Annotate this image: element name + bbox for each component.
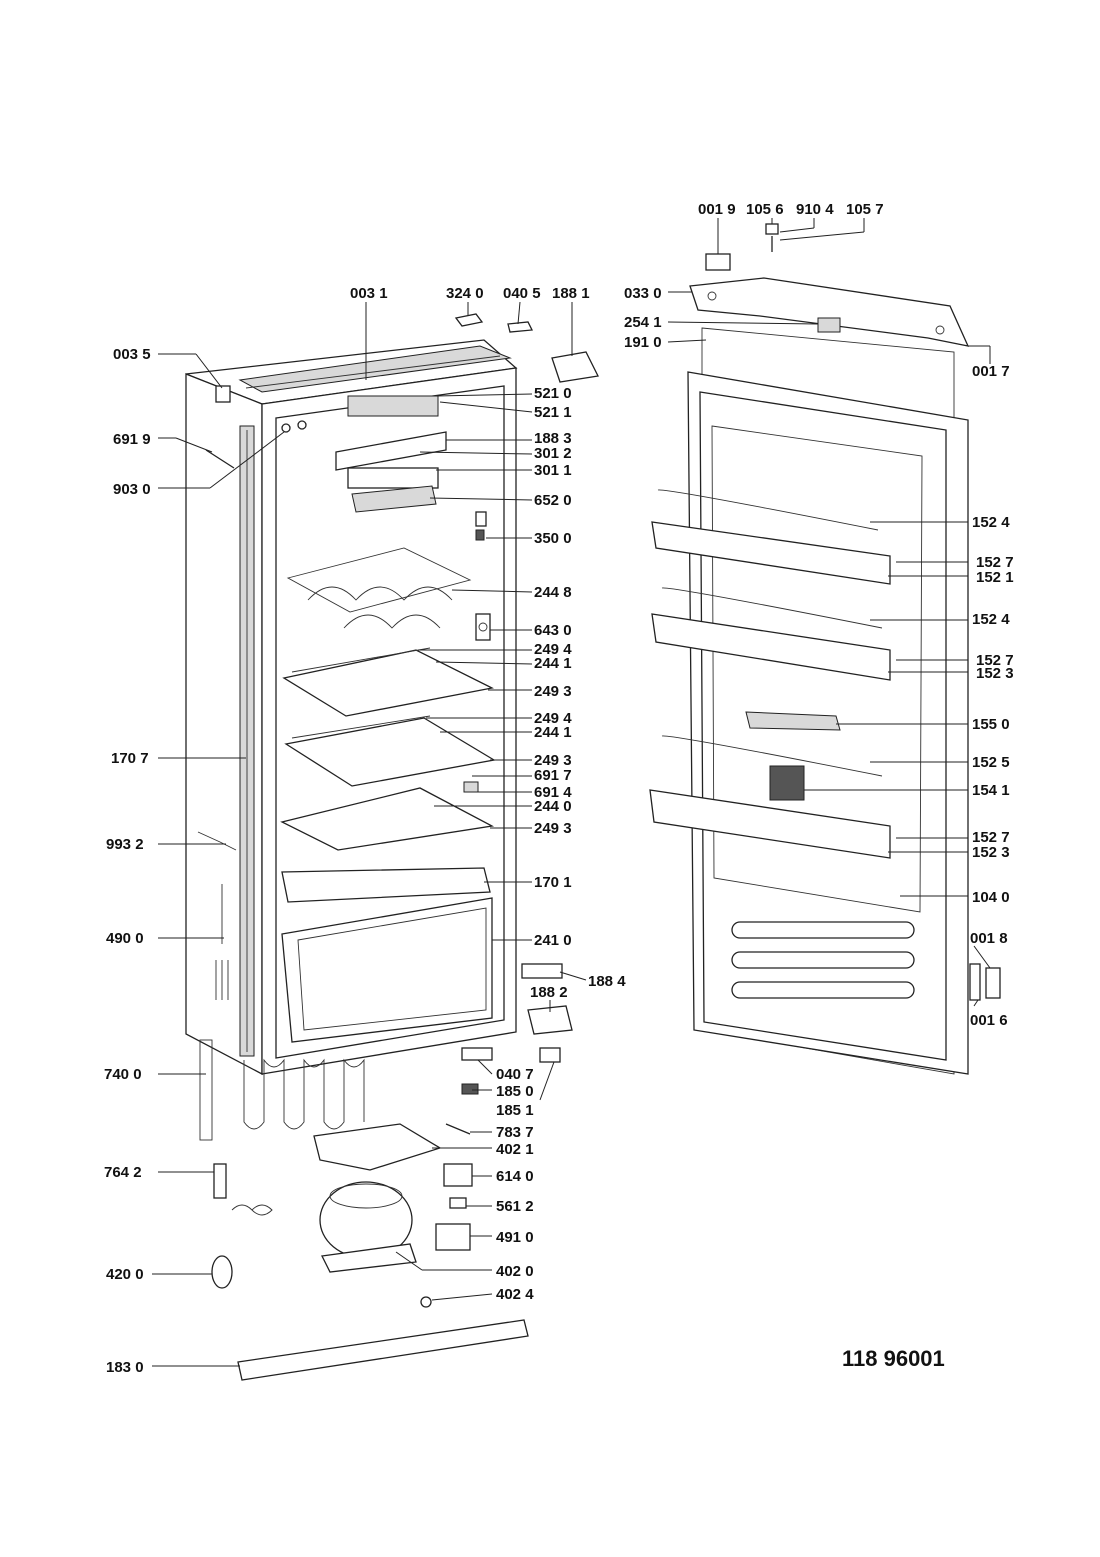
label-105-6: 105 6 — [746, 201, 784, 218]
label-188-3: 188 3 — [534, 430, 572, 447]
label-521-0: 521 0 — [534, 385, 572, 402]
label-170-7: 170 7 — [111, 750, 149, 767]
label-521-1: 521 1 — [534, 404, 572, 421]
label-910-4: 910 4 — [796, 201, 834, 218]
label-420-0: 420 0 — [106, 1266, 144, 1283]
cabinet-drawing — [185, 313, 599, 1381]
crisper-drawer — [281, 897, 493, 1043]
label-652-0: 652 0 — [534, 492, 572, 509]
label-105-7: 105 7 — [846, 201, 884, 218]
label-003-1: 003 1 — [350, 285, 388, 302]
label-040-5: 040 5 — [503, 285, 541, 302]
compressor — [319, 1181, 417, 1273]
label-185-0: 185 0 — [496, 1083, 534, 1100]
label-170-1: 170 1 — [534, 874, 572, 891]
label-254-1: 254 1 — [624, 314, 662, 331]
label-244-1-a: 244 1 — [534, 655, 572, 672]
label-643-0: 643 0 — [534, 622, 572, 639]
label-188-2: 188 2 — [530, 984, 568, 1001]
label-155-0: 155 0 — [972, 716, 1010, 733]
leader-lines — [152, 218, 991, 1367]
label-402-1: 402 1 — [496, 1141, 534, 1158]
door-bin-2 — [651, 587, 891, 681]
label-033-0: 033 0 — [624, 285, 662, 302]
label-740-0: 740 0 — [104, 1066, 142, 1083]
condenser — [199, 1039, 365, 1141]
label-249-3-b: 249 3 — [534, 752, 572, 769]
label-152-4-a: 152 4 — [972, 514, 1010, 531]
label-691-7: 691 7 — [534, 767, 572, 784]
label-152-3-b: 152 3 — [972, 844, 1010, 861]
label-188-1: 188 1 — [552, 285, 590, 302]
label-244-1-b: 244 1 — [534, 724, 572, 741]
label-249-3-c: 249 3 — [534, 820, 572, 837]
label-614-0: 614 0 — [496, 1168, 534, 1185]
label-561-2: 561 2 — [496, 1198, 534, 1215]
label-244-0: 244 0 — [534, 798, 572, 815]
label-040-7: 040 7 — [496, 1066, 534, 1083]
label-152-1: 152 1 — [976, 569, 1014, 586]
label-191-0: 191 0 — [624, 334, 662, 351]
label-001-9: 001 9 — [698, 201, 736, 218]
label-001-7: 001 7 — [972, 363, 1010, 380]
label-350-0: 350 0 — [534, 530, 572, 547]
label-490-0: 490 0 — [106, 930, 144, 947]
label-249-3-a: 249 3 — [534, 683, 572, 700]
label-691-4: 691 4 — [534, 784, 572, 801]
label-301-2: 301 2 — [534, 445, 572, 462]
door-drawing — [649, 223, 1001, 1075]
egg-tray — [745, 711, 841, 731]
label-249-4-b: 249 4 — [534, 710, 572, 727]
label-001-6: 001 6 — [970, 1012, 1008, 1029]
part-labels: 003 1 324 0 040 5 188 1 003 5 521 0 521 … — [104, 201, 1014, 1376]
label-402-4: 402 4 — [496, 1286, 534, 1303]
label-301-1: 301 1 — [534, 462, 572, 479]
door-bin-1 — [651, 489, 891, 585]
label-104-0: 104 0 — [972, 889, 1010, 906]
label-244-8: 244 8 — [534, 584, 572, 601]
label-241-0: 241 0 — [534, 932, 572, 949]
label-903-0: 903 0 — [113, 481, 151, 498]
label-764-2: 764 2 — [104, 1164, 142, 1181]
document-number: 118 96001 — [842, 1346, 945, 1371]
label-152-7-b: 152 7 — [976, 652, 1014, 669]
label-993-2: 993 2 — [106, 836, 144, 853]
label-249-4-a: 249 4 — [534, 641, 572, 658]
door-bin-3 — [649, 735, 891, 859]
label-154-1: 154 1 — [972, 782, 1010, 799]
label-783-7: 783 7 — [496, 1124, 534, 1141]
label-152-4-b: 152 4 — [972, 611, 1010, 628]
glass-shelf-1 — [282, 647, 495, 717]
label-185-1: 185 1 — [496, 1102, 534, 1119]
label-001-8: 001 8 — [970, 930, 1008, 947]
label-183-0: 183 0 — [106, 1359, 144, 1376]
glass-shelf-3 — [280, 787, 495, 851]
label-003-5: 003 5 — [113, 346, 151, 363]
label-152-7-c: 152 7 — [972, 829, 1010, 846]
label-152-7-a: 152 7 — [976, 554, 1014, 571]
label-402-0: 402 0 — [496, 1263, 534, 1280]
label-691-9: 691 9 — [113, 431, 151, 448]
label-324-0: 324 0 — [446, 285, 484, 302]
label-491-0: 491 0 — [496, 1229, 534, 1246]
label-152-5: 152 5 — [972, 754, 1010, 771]
wine-rack — [286, 547, 472, 629]
label-152-3-a: 152 3 — [976, 665, 1014, 682]
label-188-4: 188 4 — [588, 973, 626, 990]
